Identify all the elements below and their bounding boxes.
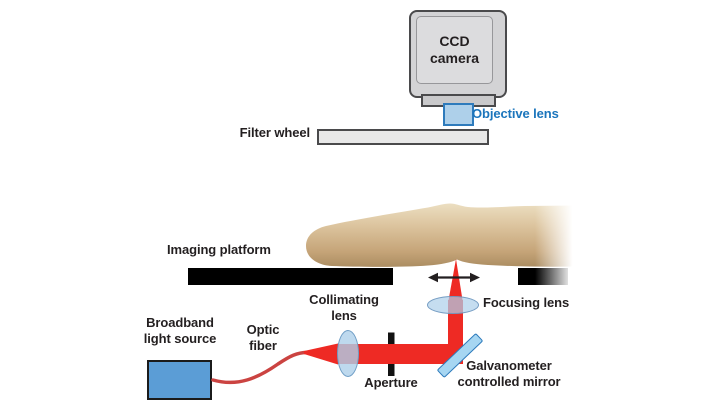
aperture-label: Aperture — [364, 375, 418, 390]
scan-arrow-right-head — [470, 272, 480, 283]
collimating-lens-shape — [337, 330, 359, 377]
fade-overlay — [535, 195, 583, 292]
galvanometer-mirror-label: Galvanometer controlled mirror — [457, 358, 561, 389]
horizontal-beam — [338, 344, 463, 364]
broadband-source-shape — [147, 360, 212, 400]
optic-fiber-label: Optic fiber — [246, 322, 280, 353]
focusing-lens-label: Focusing lens — [483, 295, 570, 310]
broadband-source-label: Broadband light source — [143, 315, 217, 346]
filter-wheel-shape — [317, 129, 489, 145]
ccd-camera-face: CCD camera — [416, 16, 493, 84]
focusing-lens-shape — [427, 296, 479, 314]
objective-lens-label: Objective lens — [472, 106, 559, 121]
finger-shape — [306, 203, 575, 267]
collimating-lens-label: Collimating lens — [309, 292, 379, 323]
diverging-beam — [304, 343, 338, 365]
filter-wheel-label: Filter wheel — [239, 125, 310, 140]
scan-arrow-left-head — [428, 272, 438, 283]
imaging-platform-label: Imaging platform — [167, 242, 271, 257]
imaging-platform-left-bar — [188, 268, 393, 285]
ccd-camera-body: CCD camera — [409, 10, 507, 98]
ccd-camera-label: CCD camera — [429, 33, 480, 66]
optic-fiber-curve — [211, 350, 309, 385]
converging-beam — [448, 259, 463, 303]
objective-lens-shape — [443, 103, 474, 126]
